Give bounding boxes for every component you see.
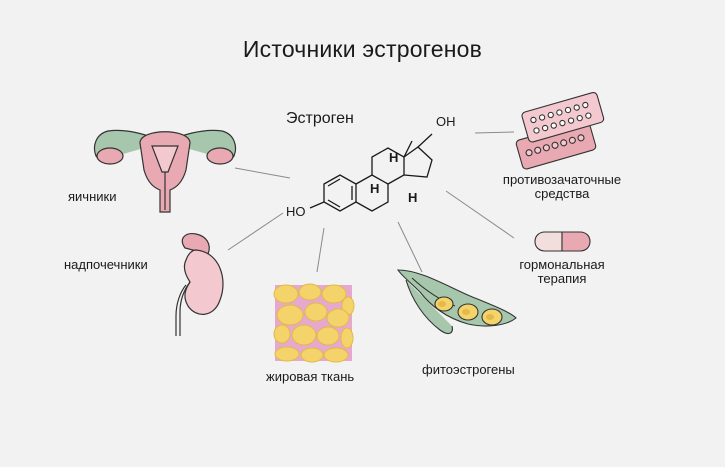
oh-label: OH: [436, 114, 456, 129]
label-hormone-therapy-line2: терапия: [537, 271, 587, 286]
label-ovaries: яичники: [68, 189, 117, 204]
label-hormone-therapy-line1: гормональная: [519, 257, 605, 272]
fat-tissue-icon: [273, 283, 355, 363]
connector-lines: [227, 131, 515, 273]
ovaries-icon: [93, 129, 237, 213]
capsule-icon: [534, 231, 591, 252]
connector-phyto: [397, 221, 423, 273]
ho-label: HO: [286, 204, 306, 219]
h-label-2: H: [370, 181, 379, 196]
label-hormone-therapy: гормональная терапия: [512, 258, 612, 286]
connector-ovaries: [234, 167, 291, 179]
connector-fat: [316, 227, 325, 273]
contraceptives-icon: [515, 91, 605, 170]
page-title: Источники эстрогенов: [242, 36, 483, 62]
label-fat-tissue: жировая ткань: [266, 369, 355, 384]
h-label-1: H: [389, 150, 398, 165]
label-adrenals: надпочечники: [64, 257, 148, 272]
adrenals-icon: [175, 233, 224, 336]
label-phytoestrogens: фитоэстрогены: [422, 362, 515, 377]
connector-adrenals: [227, 212, 284, 251]
hormone-name: Эстроген: [286, 110, 354, 127]
connector-therapy: [445, 190, 515, 239]
label-contraceptives: противозачаточные средства: [495, 173, 629, 201]
connector-contraceptives: [474, 131, 515, 134]
label-contraceptives-line2: средства: [534, 186, 590, 201]
h-label-3: H: [408, 190, 417, 205]
estrogen-molecule: [309, 133, 433, 212]
label-contraceptives-line1: противозачаточные: [502, 172, 622, 187]
phytoestrogens-icon: [396, 269, 517, 335]
